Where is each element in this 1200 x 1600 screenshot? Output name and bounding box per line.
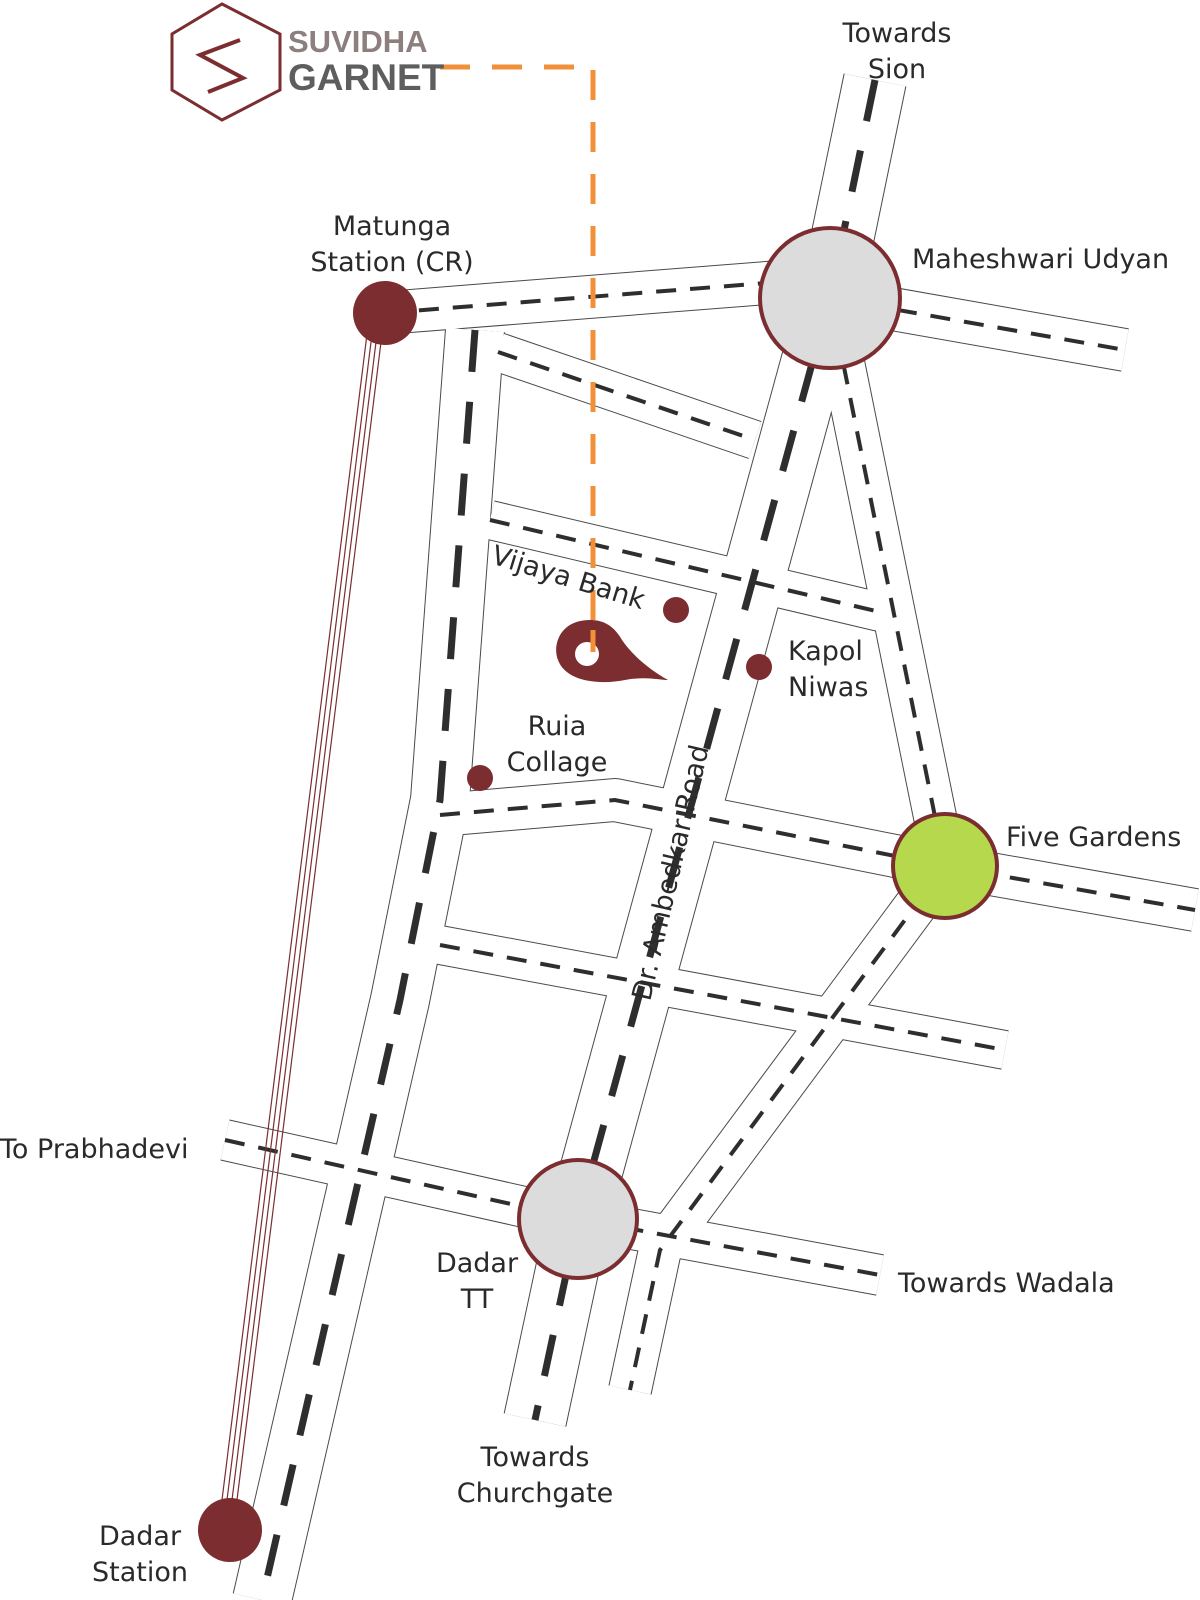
road-fivegardens-cross-centerline — [439, 797, 1196, 912]
project-location-pin-icon — [556, 620, 668, 683]
railway-line — [221, 309, 386, 1501]
road-maheshwari-fivegardens-centerline — [828, 297, 947, 867]
label-five-gardens: Five Gardens — [1006, 822, 1181, 853]
label-dadar-station-1: Dadar — [99, 1521, 182, 1552]
road-block-south-centerline — [439, 943, 1006, 1052]
maheshwari-udyan-circle — [758, 226, 902, 370]
label-kapol-1: Kapol — [788, 636, 863, 667]
label-towards-churchgate-1: Towards — [480, 1442, 590, 1473]
road-fivegardens-south-centerline — [628, 864, 947, 1391]
label-towards-sion-2: Sion — [868, 54, 926, 85]
project-pointer-line — [440, 64, 596, 650]
label-dadar-station-2: Station — [92, 1557, 188, 1588]
five-gardens-circle — [891, 812, 999, 920]
road-block-north-centerline — [497, 350, 756, 442]
label-matunga-2: Station (CR) — [310, 247, 473, 278]
road-dr-ambedkar-centerline — [531, 79, 879, 1421]
matunga-station-marker — [353, 281, 417, 345]
label-dadar-tt-2: TT — [460, 1284, 494, 1315]
label-towards-sion-1: Towards — [842, 18, 952, 49]
label-to-prabhadevi: To Prabhadevi — [0, 1134, 189, 1165]
label-kapol-2: Niwas — [788, 672, 868, 703]
road-center-lines — [224, 79, 1196, 1600]
dadar-station-marker — [198, 1498, 262, 1562]
dadar-tt-circle — [517, 1158, 639, 1280]
road-west-main-centerline — [258, 329, 479, 1600]
road-fivegardens-cross — [438, 779, 1199, 931]
label-ruia-2: Collage — [507, 747, 608, 778]
label-matunga-1: Matunga — [333, 211, 451, 242]
label-towards-churchgate-2: Churchgate — [457, 1478, 613, 1509]
brand-line2: GARNET — [288, 57, 445, 98]
label-ruia-1: Ruia — [528, 711, 587, 742]
ruia-college-marker — [467, 765, 493, 791]
label-towards-wadala: Towards Wadala — [897, 1268, 1115, 1299]
vijaya-bank-marker — [663, 597, 689, 623]
road-prabhadevi-wadala-centerline — [224, 1138, 881, 1277]
label-dadar-tt-1: Dadar — [436, 1248, 519, 1279]
brand-line1: SUVIDHA — [288, 24, 428, 59]
suvidha-garnet-logo: SUVIDHA GARNET — [170, 2, 445, 122]
road-block-middle — [485, 501, 885, 631]
label-maheshwari-udyan: Maheshwari Udyan — [912, 244, 1169, 275]
kapol-niwas-marker — [746, 654, 772, 680]
road-matunga-maheshwari-centerline — [384, 276, 831, 315]
